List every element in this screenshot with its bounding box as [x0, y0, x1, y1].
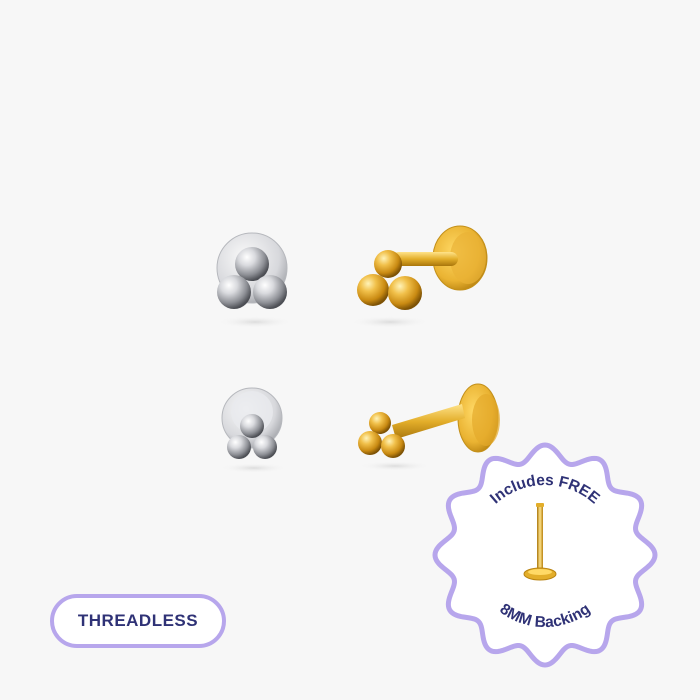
gold-stud-bottom — [358, 383, 500, 471]
silver-stud-top — [216, 232, 293, 328]
threadless-tag: THREADLESS — [50, 594, 226, 648]
gold-stud-top — [350, 225, 488, 328]
wavy-badge-shape: Includes FREE 8MM Backing — [432, 442, 658, 668]
flat-back-post-icon — [523, 503, 557, 581]
threadless-tag-label: THREADLESS — [77, 611, 199, 630]
silver-stud-bottom — [220, 387, 288, 473]
free-backing-badge: Includes FREE 8MM Backing — [430, 440, 660, 670]
